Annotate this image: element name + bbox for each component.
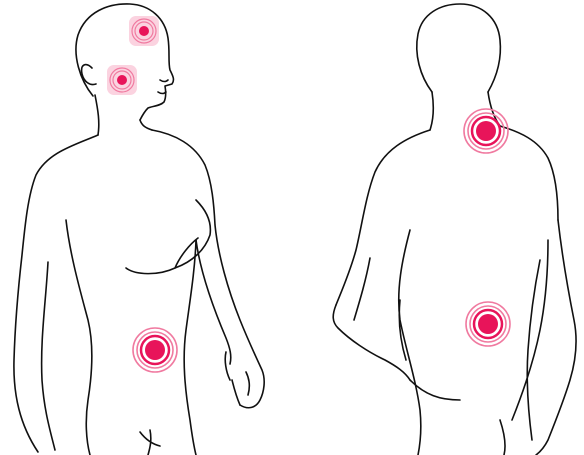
front-waist-line xyxy=(148,430,151,455)
back-shoulders xyxy=(336,126,558,305)
pain-marker-front-abdomen xyxy=(133,328,177,372)
pain-marker-front-temple-upper xyxy=(129,16,159,46)
front-right-arm-outline xyxy=(152,130,264,408)
front-head-outline xyxy=(76,4,174,120)
pain-markers xyxy=(107,16,510,372)
front-right-arm-inner xyxy=(196,240,231,364)
front-torso-right xyxy=(184,240,196,455)
front-view-figure xyxy=(14,4,264,455)
back-head-outline xyxy=(417,4,501,92)
marker-core xyxy=(139,26,149,36)
back-view-figure xyxy=(333,4,576,455)
marker-core xyxy=(478,314,498,334)
marker-core xyxy=(117,75,127,85)
marker-core xyxy=(145,340,165,360)
marker-core xyxy=(476,121,496,141)
back-right-arm xyxy=(536,220,576,455)
front-face-detail xyxy=(158,80,168,94)
back-waist-line xyxy=(410,380,505,455)
front-right-hand xyxy=(225,352,249,405)
front-left-arm-inner xyxy=(42,262,55,450)
pain-marker-front-temple-lower xyxy=(107,65,137,95)
back-torso-right xyxy=(527,260,540,440)
front-torso-left xyxy=(66,220,92,455)
front-left-arm-outline xyxy=(14,135,98,452)
pain-marker-back-neck xyxy=(464,109,508,153)
pain-marker-back-lower-back xyxy=(466,302,510,346)
front-chest-outline xyxy=(126,200,210,274)
